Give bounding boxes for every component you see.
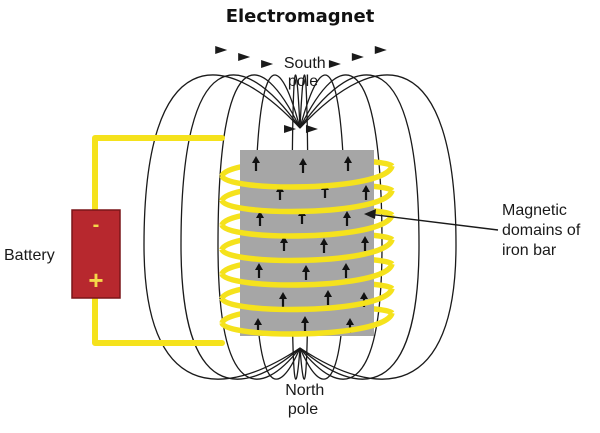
field-line-left [217,74,301,380]
domain-arrow-head [280,236,288,243]
coil-front-turns [219,164,395,337]
north-pole-label-line-1: North [285,382,324,399]
coil-turn-front [219,287,395,313]
field-direction-arrow-right [328,60,341,68]
domain-arrow-head [279,292,287,299]
field-line-right [299,74,383,380]
domain-arrow-head [256,211,264,218]
field-direction-arrow-left [284,125,297,133]
domain-arrow-head [301,316,309,323]
south-pole-label: South pole [284,55,330,90]
coil-turn-front [219,311,395,337]
domain-arrow-head [343,211,351,218]
battery-positive-terminal: + [88,265,103,295]
battery [71,209,121,299]
field-direction-arrow-left [238,53,251,61]
domain-arrow-head [254,318,262,325]
south-pole-label-line-2: pole [288,73,318,90]
domain-arrow-head [320,238,328,245]
coil-turn-front [219,238,395,264]
north-pole-label-line-2: pole [288,401,318,418]
coil-turn-front [219,262,395,288]
domain-arrow-head [342,263,350,270]
field-line-left [180,74,301,380]
north-pole-label: North pole [285,382,329,418]
field-direction-arrow-left [215,46,228,54]
magnetic-domains-pointer-head [364,209,376,219]
coil-turn-front [219,213,395,239]
domain-arrow-head [302,265,310,272]
battery-label: Battery [4,247,55,264]
domain-arrow-head [252,156,260,163]
magnetic-domains-pointer [367,213,499,231]
field-direction-arrow-right [374,46,387,54]
battery-negative-terminal: - [93,214,100,236]
field-line-right [299,74,457,380]
domain-arrow-head [344,156,352,163]
field-direction-arrow-left [261,60,274,68]
magnetic-domains-label-line-3: iron bar [502,242,557,259]
domain-arrow-head [362,185,370,192]
field-line-right [299,74,420,380]
field-direction-arrow-right [305,125,318,133]
domain-arrow-head [299,158,307,165]
domain-arrow-head [324,290,332,297]
domain-arrow-head [360,292,368,299]
magnetic-domains-label-line-2: domains of [502,222,581,239]
domain-arrow-head [346,318,354,325]
diagram-title: Electromagnet [226,6,375,27]
domain-arrow-head [361,236,369,243]
field-direction-arrow-right [351,53,364,61]
magnetic-domains-label: Magnetic domains of iron bar [502,202,585,259]
domain-arrow-head [255,263,263,270]
field-line-left [143,74,301,380]
magnetic-domains-label-line-1: Magnetic [502,202,567,219]
south-pole-label-line-1: South [284,55,326,72]
circuit-wire [92,135,225,346]
coil-turn-front [219,189,395,215]
coil-turn-front [219,164,395,190]
